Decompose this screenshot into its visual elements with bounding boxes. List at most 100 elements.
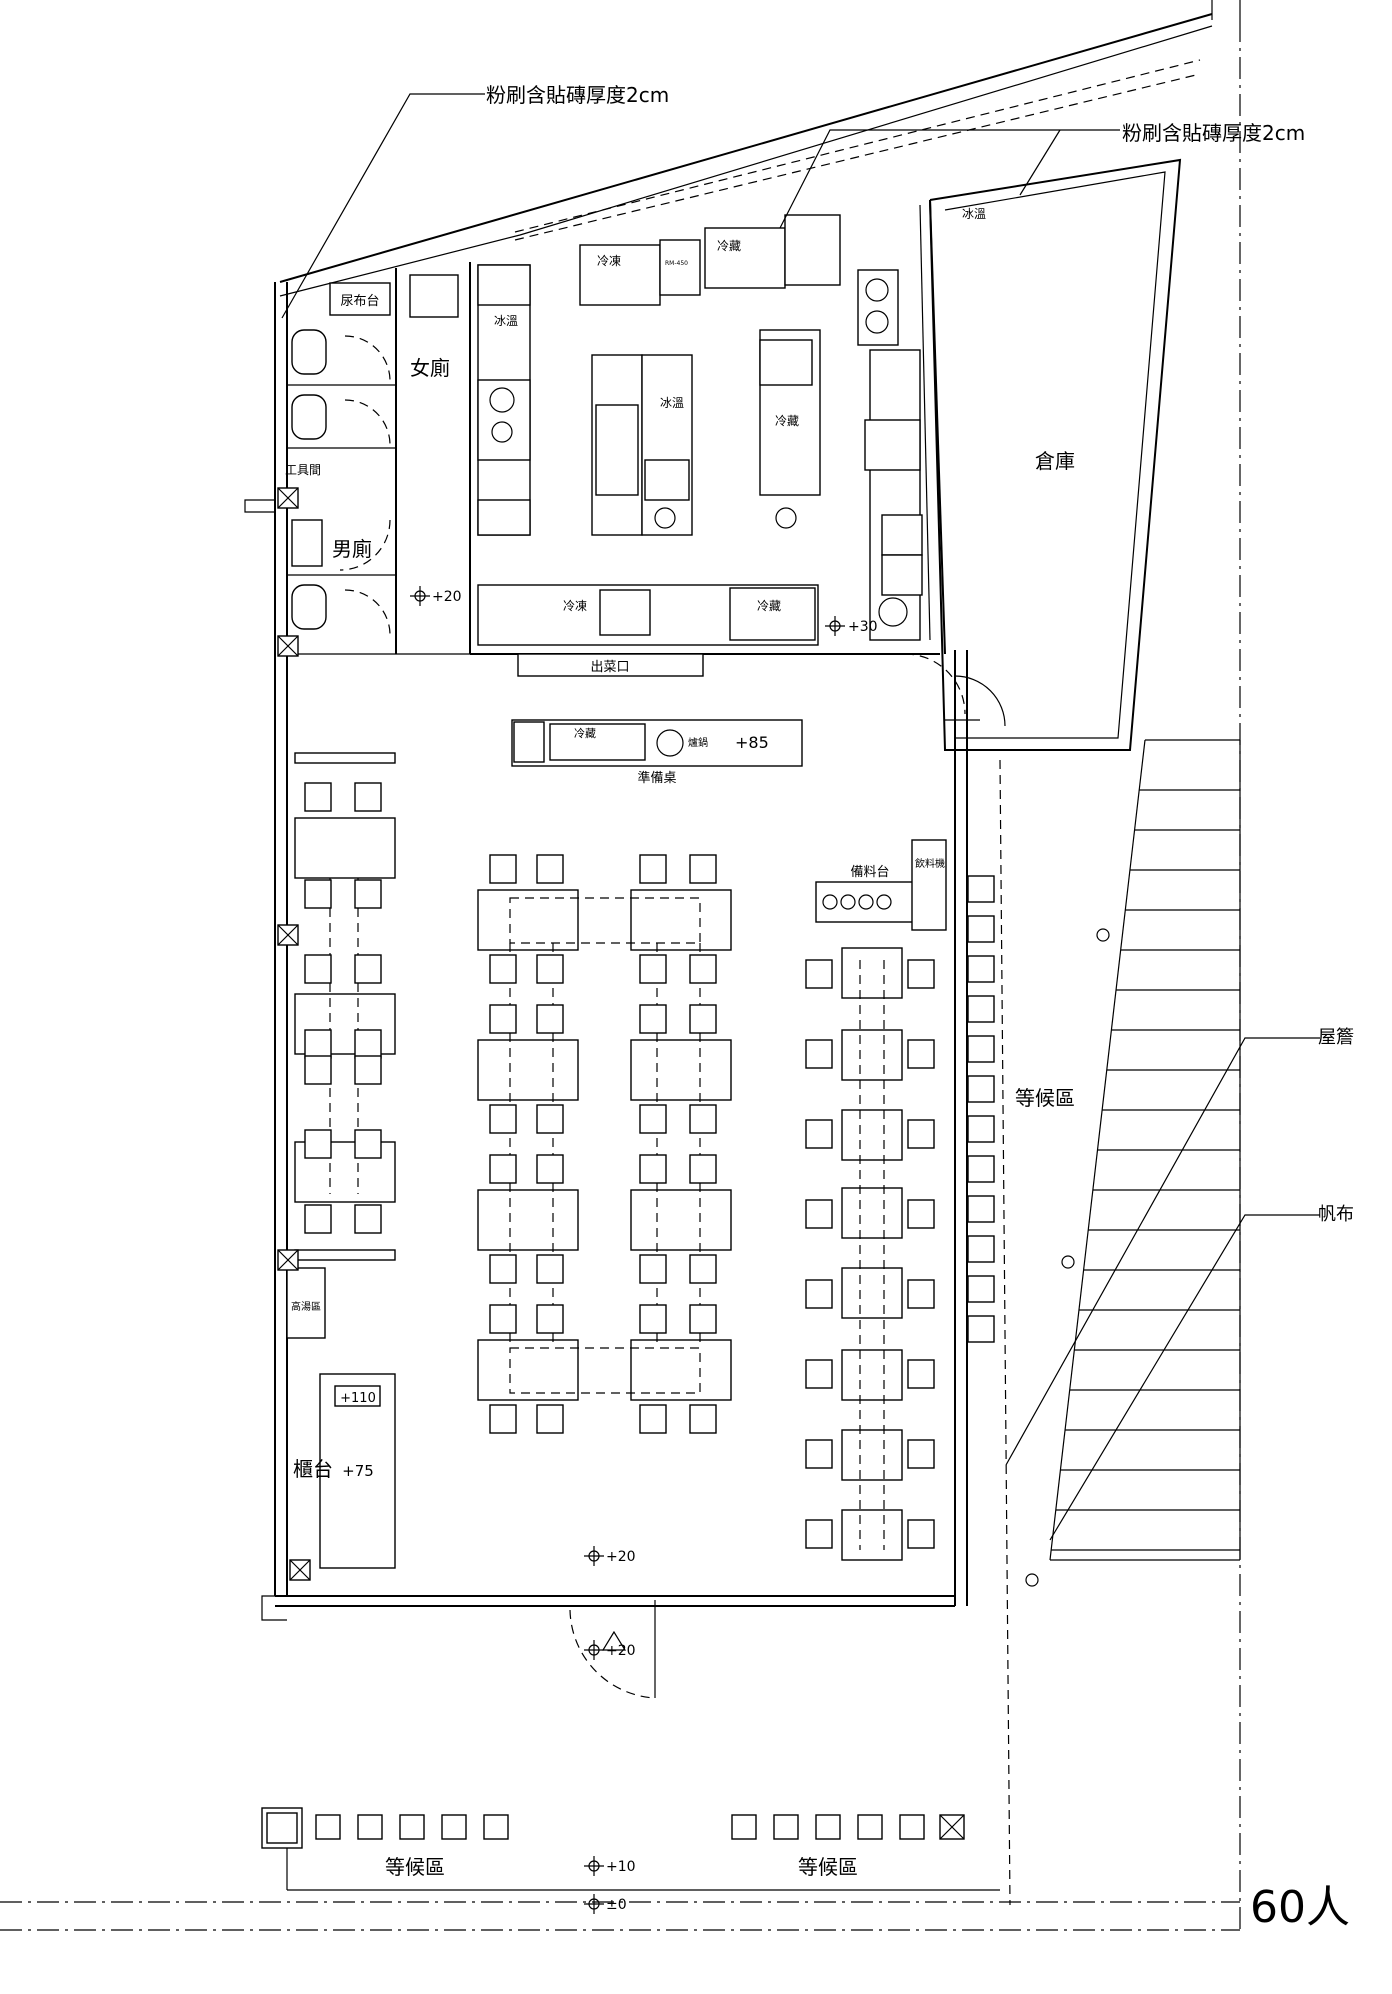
chair [907, 959, 935, 989]
column-cross [277, 635, 299, 657]
kitchen-fridge-2: 冷藏 [757, 599, 781, 613]
chair [489, 1404, 517, 1434]
bench-seat [967, 1195, 995, 1223]
chair [304, 1204, 332, 1234]
level-marker-kitchen [825, 616, 845, 636]
bench-seat [967, 875, 995, 903]
level-marker-outdoor [584, 1856, 604, 1876]
waiting-seat [399, 1814, 425, 1840]
chair [489, 1304, 517, 1334]
chair [907, 1199, 935, 1229]
chair [489, 1254, 517, 1284]
bench-seat [967, 1035, 995, 1063]
chair [907, 1039, 935, 1069]
bottom-waiting-area [261, 1807, 1000, 1891]
level-ground: ±0 [606, 1897, 627, 1913]
waiting-seat [357, 1814, 383, 1840]
kitchen-fridge-1: 冷藏 [717, 239, 741, 253]
chair [354, 954, 382, 984]
chair [689, 954, 717, 984]
chair [354, 782, 382, 812]
restroom-block [287, 262, 471, 655]
waiting-seat [899, 1814, 925, 1840]
drinks-station [815, 839, 947, 931]
entrance [569, 1600, 656, 1699]
bench-seat [967, 1075, 995, 1103]
level-prep: +85 [735, 733, 769, 752]
bench-seat [967, 1235, 995, 1263]
chair [639, 1304, 667, 1334]
dining-chairs [304, 782, 935, 1549]
dining-center-tables [477, 889, 732, 1401]
chair [639, 1404, 667, 1434]
diaper-station-label: 尿布台 [340, 294, 379, 309]
chair [639, 1154, 667, 1184]
kitchen-ice-1: 冰溫 [962, 207, 986, 221]
chair [489, 1004, 517, 1034]
chair [489, 1154, 517, 1184]
kitchen-fridge-3: 冷藏 [775, 414, 799, 428]
kitchen-freezer-1: 冷凍 [597, 254, 621, 268]
level-entrance: +20 [606, 1643, 636, 1659]
kitchen-prep-tag: RM-450 [665, 260, 688, 267]
side-bench [967, 875, 995, 1343]
chair [805, 1199, 833, 1229]
chair [689, 1404, 717, 1434]
eaves-hatch [1051, 789, 1240, 1551]
chair [354, 879, 382, 909]
chair [639, 954, 667, 984]
level-dining: +20 [606, 1549, 636, 1565]
serving-window-label: 出菜口 [590, 660, 629, 675]
prep-table [511, 719, 803, 767]
kitchen-freezer-2: 冷凍 [563, 599, 587, 613]
level-counter: +75 [342, 1462, 374, 1480]
chair [304, 1055, 332, 1085]
column-cross [289, 1559, 311, 1581]
chair [805, 1439, 833, 1469]
chair [639, 854, 667, 884]
bench-seat [967, 1155, 995, 1183]
waiting-seat [815, 1814, 841, 1840]
eaves-canvas-area [999, 739, 1320, 1906]
column-cross [277, 1249, 299, 1271]
column-cross [277, 487, 299, 509]
chair [805, 1279, 833, 1309]
level-marker-ground [584, 1894, 604, 1914]
waiting-seat [483, 1814, 509, 1840]
chair [689, 1254, 717, 1284]
chair [907, 1119, 935, 1149]
bench-seat [967, 1115, 995, 1143]
eaves-label: 屋簷 [1318, 1027, 1354, 1048]
storage-label: 倉庫 [1035, 449, 1075, 473]
chair [536, 1004, 564, 1034]
prep-stove-label: 爐鍋 [688, 736, 708, 749]
waiting-seat [441, 1814, 467, 1840]
waiting-seat [857, 1814, 883, 1840]
dining-right-tables [841, 947, 903, 1561]
plaster-annotation-1: 粉刷含貼磚厚度2cm [486, 83, 669, 107]
waiting-area-right-label: 等候區 [798, 1855, 858, 1879]
chair [304, 1129, 332, 1159]
stock-box [286, 1267, 326, 1339]
waiting-area-left-label: 等候區 [385, 1855, 445, 1879]
bench-seat [967, 1315, 995, 1343]
chair [489, 954, 517, 984]
annotation-leader-1 [281, 93, 485, 319]
level-restroom: +20 [432, 589, 462, 605]
drinks-station-label: 備料台 [850, 864, 889, 880]
chair [304, 782, 332, 812]
chair [907, 1439, 935, 1469]
mens-restroom-label: 男廁 [332, 537, 372, 561]
waiting-seats [315, 1814, 965, 1840]
bench-seat [967, 955, 995, 983]
chair [907, 1519, 935, 1549]
waiting-seat [773, 1814, 799, 1840]
level-outdoor: +10 [606, 1859, 636, 1875]
chair [639, 1254, 667, 1284]
high-chair-label: 高湯區 [291, 1300, 321, 1313]
column-cross [277, 924, 299, 946]
triangle-icon [601, 1630, 627, 1651]
chair [536, 954, 564, 984]
chair [536, 1304, 564, 1334]
